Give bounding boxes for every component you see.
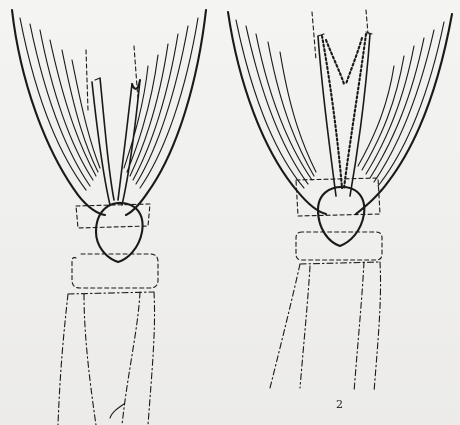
left-central-sclerite: [92, 78, 140, 205]
left-lower-limb: [58, 292, 155, 425]
left-bulb: [96, 203, 143, 262]
figure-number-label: 2: [336, 398, 343, 411]
right-bulb: [318, 187, 364, 246]
right-outer-fan: [228, 12, 452, 214]
left-outer-fan: [12, 10, 206, 215]
left-panel: [12, 10, 206, 425]
right-central-sclerite: [318, 32, 372, 196]
right-collar: [296, 178, 380, 216]
left-collar: [76, 204, 150, 228]
right-lower-limb: [270, 262, 381, 392]
right-panel: 2: [228, 10, 452, 411]
left-segment: [72, 254, 158, 288]
